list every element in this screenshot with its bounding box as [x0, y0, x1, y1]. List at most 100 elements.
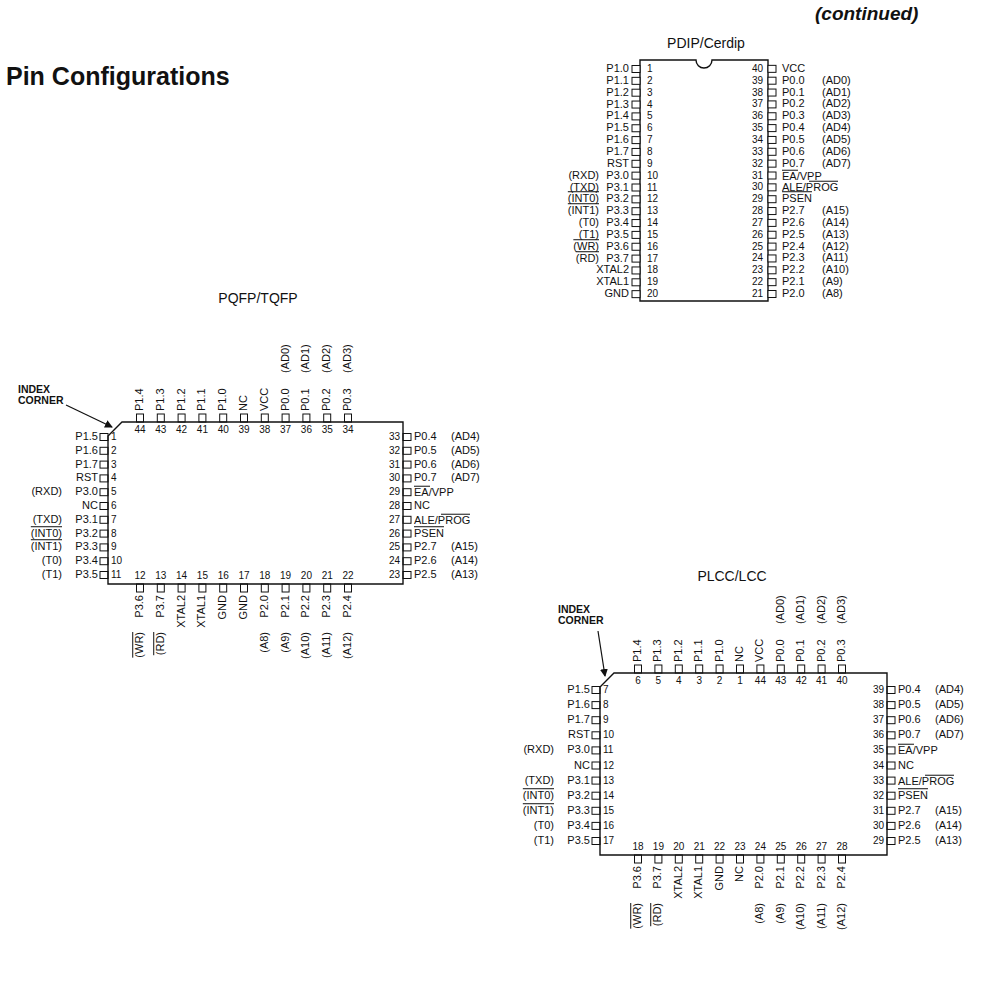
- pin-stub: [655, 855, 662, 863]
- pin-number: 6: [635, 676, 641, 687]
- pin-name: ALE/PROG: [898, 774, 954, 787]
- pin-number: 10: [603, 730, 614, 741]
- pin-name: NC: [898, 760, 914, 772]
- pin-name: P0.3: [342, 388, 354, 411]
- pin-number: 20: [673, 842, 684, 853]
- pin-number: 41: [197, 425, 208, 436]
- pin-number: 15: [197, 571, 208, 582]
- pin-name: P1.3: [155, 388, 167, 411]
- pin-stub: [768, 291, 776, 298]
- pin-number: 27: [752, 218, 763, 229]
- pin-function: (AD1): [822, 87, 851, 99]
- pin-stub: [592, 747, 600, 754]
- pin-name: RST: [607, 158, 629, 170]
- pin-stub: [768, 243, 776, 250]
- pin-number: 11: [603, 745, 613, 756]
- pin-function: (A12): [342, 632, 354, 659]
- pin-function: (AD0): [775, 595, 787, 624]
- pin-number: 30: [389, 473, 400, 484]
- pin-name: P2.6: [898, 820, 921, 832]
- pin-number: 39: [238, 425, 249, 436]
- pin-number: 29: [389, 487, 400, 498]
- pin-stub: [768, 136, 776, 143]
- pin-number: 19: [647, 277, 658, 288]
- pin-name: P3.6: [632, 866, 644, 889]
- pin-function: (INT0): [568, 194, 599, 206]
- pin-stub: [768, 148, 776, 155]
- pin-name: P3.4: [75, 555, 98, 567]
- pin-name: P3.5: [567, 835, 590, 847]
- pin-stub: [632, 89, 640, 96]
- pin-number: 23: [389, 570, 400, 581]
- pin-name: P3.0: [606, 170, 629, 182]
- pin-stub: [632, 291, 640, 298]
- pin-number: 37: [280, 425, 291, 436]
- pin-stub: [696, 665, 703, 673]
- pin-number: 37: [873, 715, 884, 726]
- pin-number: 40: [836, 676, 847, 687]
- pin-function: (AD2): [816, 595, 828, 624]
- pin-function: (RXD): [31, 486, 62, 498]
- package-name: PDIP/Cerdip: [667, 36, 745, 51]
- pin-number: 31: [752, 170, 763, 181]
- pin-number: 2: [717, 676, 723, 687]
- pin-number: 28: [752, 206, 763, 217]
- pin-name: P3.5: [75, 569, 98, 581]
- pin-name: P1.4: [632, 639, 644, 662]
- pin-number: 43: [155, 425, 166, 436]
- pin-name: P0.2: [321, 388, 333, 411]
- pin-stub: [768, 160, 776, 167]
- pin-stub: [403, 434, 411, 441]
- pin-stub: [887, 732, 895, 739]
- pin-stub: [157, 414, 164, 422]
- pin-name: P0.4: [898, 684, 921, 696]
- pin-function: (A10): [822, 265, 849, 277]
- pin-stub: [632, 137, 640, 144]
- pin-number: 13: [647, 206, 658, 217]
- pin-name: P3.4: [567, 820, 590, 832]
- pin-number: 16: [218, 571, 229, 582]
- pin-number: 34: [873, 760, 884, 771]
- pin-name: ALE/PROG: [414, 514, 470, 527]
- pin-stub: [635, 665, 642, 673]
- pin-number: 22: [714, 842, 725, 853]
- pin-number: 15: [647, 230, 658, 241]
- pin-function: (A14): [451, 555, 478, 567]
- pin-stub: [345, 414, 352, 422]
- pin-name: NC: [734, 646, 746, 662]
- pin-function: (A15): [451, 542, 478, 554]
- pin-number: 33: [752, 147, 763, 158]
- pin-number: 12: [134, 571, 145, 582]
- pin-stub: [592, 717, 600, 724]
- pin-stub: [324, 414, 331, 422]
- pin-stub: [768, 184, 776, 191]
- pin-stub: [768, 231, 776, 238]
- pin-name: P3.1: [75, 514, 98, 526]
- quad-body: [108, 422, 403, 584]
- pin-number: 36: [752, 111, 763, 122]
- pin-stub: [655, 665, 662, 673]
- pin-function: (AD4): [935, 684, 964, 696]
- pin-number: 36: [873, 730, 884, 741]
- pin-name: P0.0: [782, 75, 805, 87]
- index-arrow: [598, 631, 605, 676]
- pin-name: P2.1: [280, 595, 292, 618]
- pin-stub: [675, 855, 682, 863]
- pin-name: P2.1: [782, 276, 805, 288]
- pin-function: (A14): [822, 217, 849, 229]
- pin-function: (T1): [579, 229, 599, 241]
- pin-stub: [887, 838, 895, 845]
- pin-function: (AD6): [935, 714, 964, 726]
- pin-stub: [261, 584, 268, 592]
- pin-name: VCC: [782, 63, 805, 75]
- pin-stub: [768, 279, 776, 286]
- package-name: PQFP/TQFP: [218, 291, 297, 306]
- dip-body: [640, 60, 768, 301]
- pin-function: (A13): [822, 229, 849, 241]
- pin-stub: [100, 489, 108, 496]
- pin-name: P0.0: [280, 388, 292, 411]
- pin-function: (T0): [579, 217, 599, 229]
- pin-name: P3.6: [606, 241, 629, 253]
- pin-stub: [100, 461, 108, 468]
- pin-function: (AD6): [822, 146, 851, 158]
